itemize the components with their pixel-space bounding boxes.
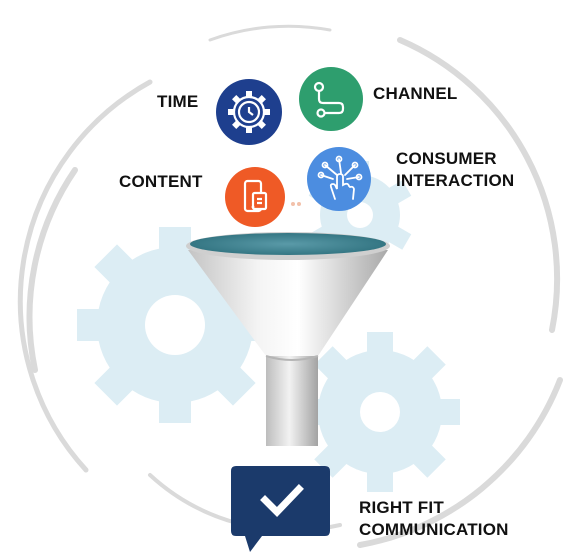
right-fit-checkmark-icon: [231, 466, 330, 552]
label-consumer-line-2: INTERACTION: [396, 171, 515, 190]
label-content-text: CONTENT: [119, 172, 203, 191]
content-mobile-icon: [225, 167, 285, 227]
label-time: TIME: [157, 91, 198, 113]
consumer-touch-icon: [307, 147, 371, 211]
funnel-icon: [186, 232, 390, 446]
label-result-line-2: COMMUNICATION: [359, 520, 509, 539]
label-result-line-1: RIGHT FIT: [359, 498, 444, 517]
label-right-fit-communication: RIGHT FIT COMMUNICATION: [359, 497, 509, 541]
label-time-text: TIME: [157, 92, 199, 111]
label-content: CONTENT: [119, 171, 203, 193]
label-consumer-interaction: CONSUMER INTERACTION: [396, 148, 514, 192]
channel-route-icon: [299, 67, 363, 131]
label-consumer-line-1: CONSUMER: [396, 149, 497, 168]
connector-dots: [291, 202, 301, 206]
gear-bottom-right-icon: [300, 332, 460, 492]
label-channel: CHANNEL: [373, 83, 458, 105]
time-gear-clock-icon: [216, 79, 282, 145]
label-channel-text: CHANNEL: [373, 84, 458, 103]
